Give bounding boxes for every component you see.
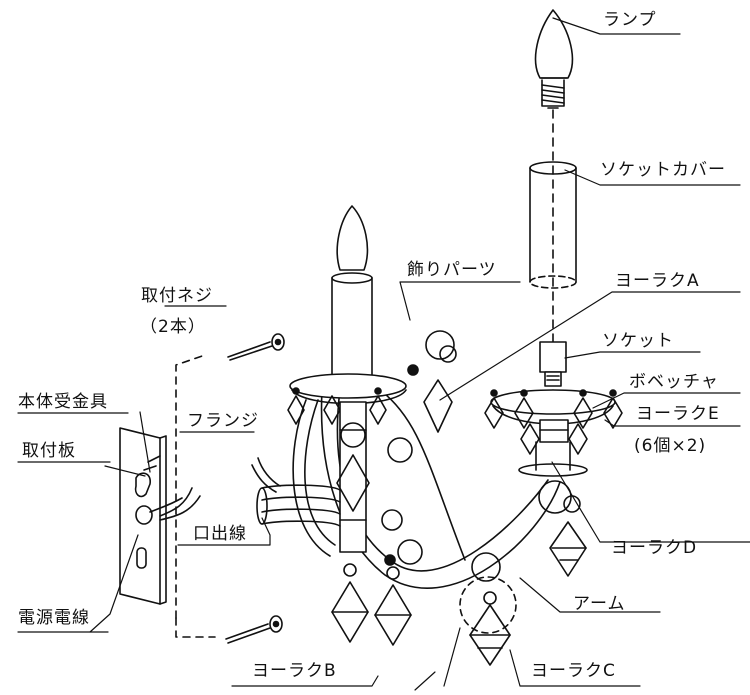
lamp-bulb xyxy=(534,9,574,109)
label-yoraku-d: ヨーラクD xyxy=(611,538,698,558)
leader-lines xyxy=(17,17,750,691)
label-flange: フランジ xyxy=(187,411,259,431)
flange xyxy=(251,457,341,527)
yoraku-d-assembly xyxy=(538,480,587,577)
label-yoraku-a: ヨーラクA xyxy=(615,271,700,291)
label-screws: 取付ネジ xyxy=(141,286,213,306)
yoraku-b-crystals xyxy=(331,563,412,646)
mount-plate xyxy=(119,427,167,605)
yoraku-c-assembly xyxy=(459,552,517,666)
label-lamp: ランプ xyxy=(603,10,657,30)
label-yoraku-e-qty: (6個×2) xyxy=(634,436,707,456)
label-bobeche: ボベッチャ xyxy=(629,372,719,392)
left-candle xyxy=(331,205,373,391)
label-power-wire: 電源電線 xyxy=(18,608,90,628)
yoraku-e-crystals xyxy=(484,389,623,455)
label-socket: ソケット xyxy=(602,331,674,351)
label-screws-qty: （2本） xyxy=(140,317,206,337)
label-outlet-wire: 口出線 xyxy=(193,524,247,544)
label-yoraku-b: ヨーラクB xyxy=(252,661,337,681)
main-cup xyxy=(287,373,407,425)
label-decor-parts: 飾りパーツ xyxy=(407,260,497,280)
label-socket-cover: ソケットカバー xyxy=(600,160,726,180)
socket xyxy=(539,341,567,387)
label-yoraku-c: ヨーラクC xyxy=(531,661,616,681)
label-yoraku-e: ヨーラクE xyxy=(636,404,720,424)
label-mount-plate: 取付板 xyxy=(22,441,76,461)
label-body-bracket: 本体受金具 xyxy=(18,392,108,412)
screw-guide-lines xyxy=(175,354,216,638)
central-column xyxy=(292,399,370,557)
label-arm: アーム xyxy=(573,594,626,614)
socket-cover xyxy=(529,161,577,289)
screw-top xyxy=(227,333,285,361)
mount-wires xyxy=(149,487,201,521)
decor-rosettes xyxy=(381,330,457,566)
screw-bottom xyxy=(225,615,283,644)
